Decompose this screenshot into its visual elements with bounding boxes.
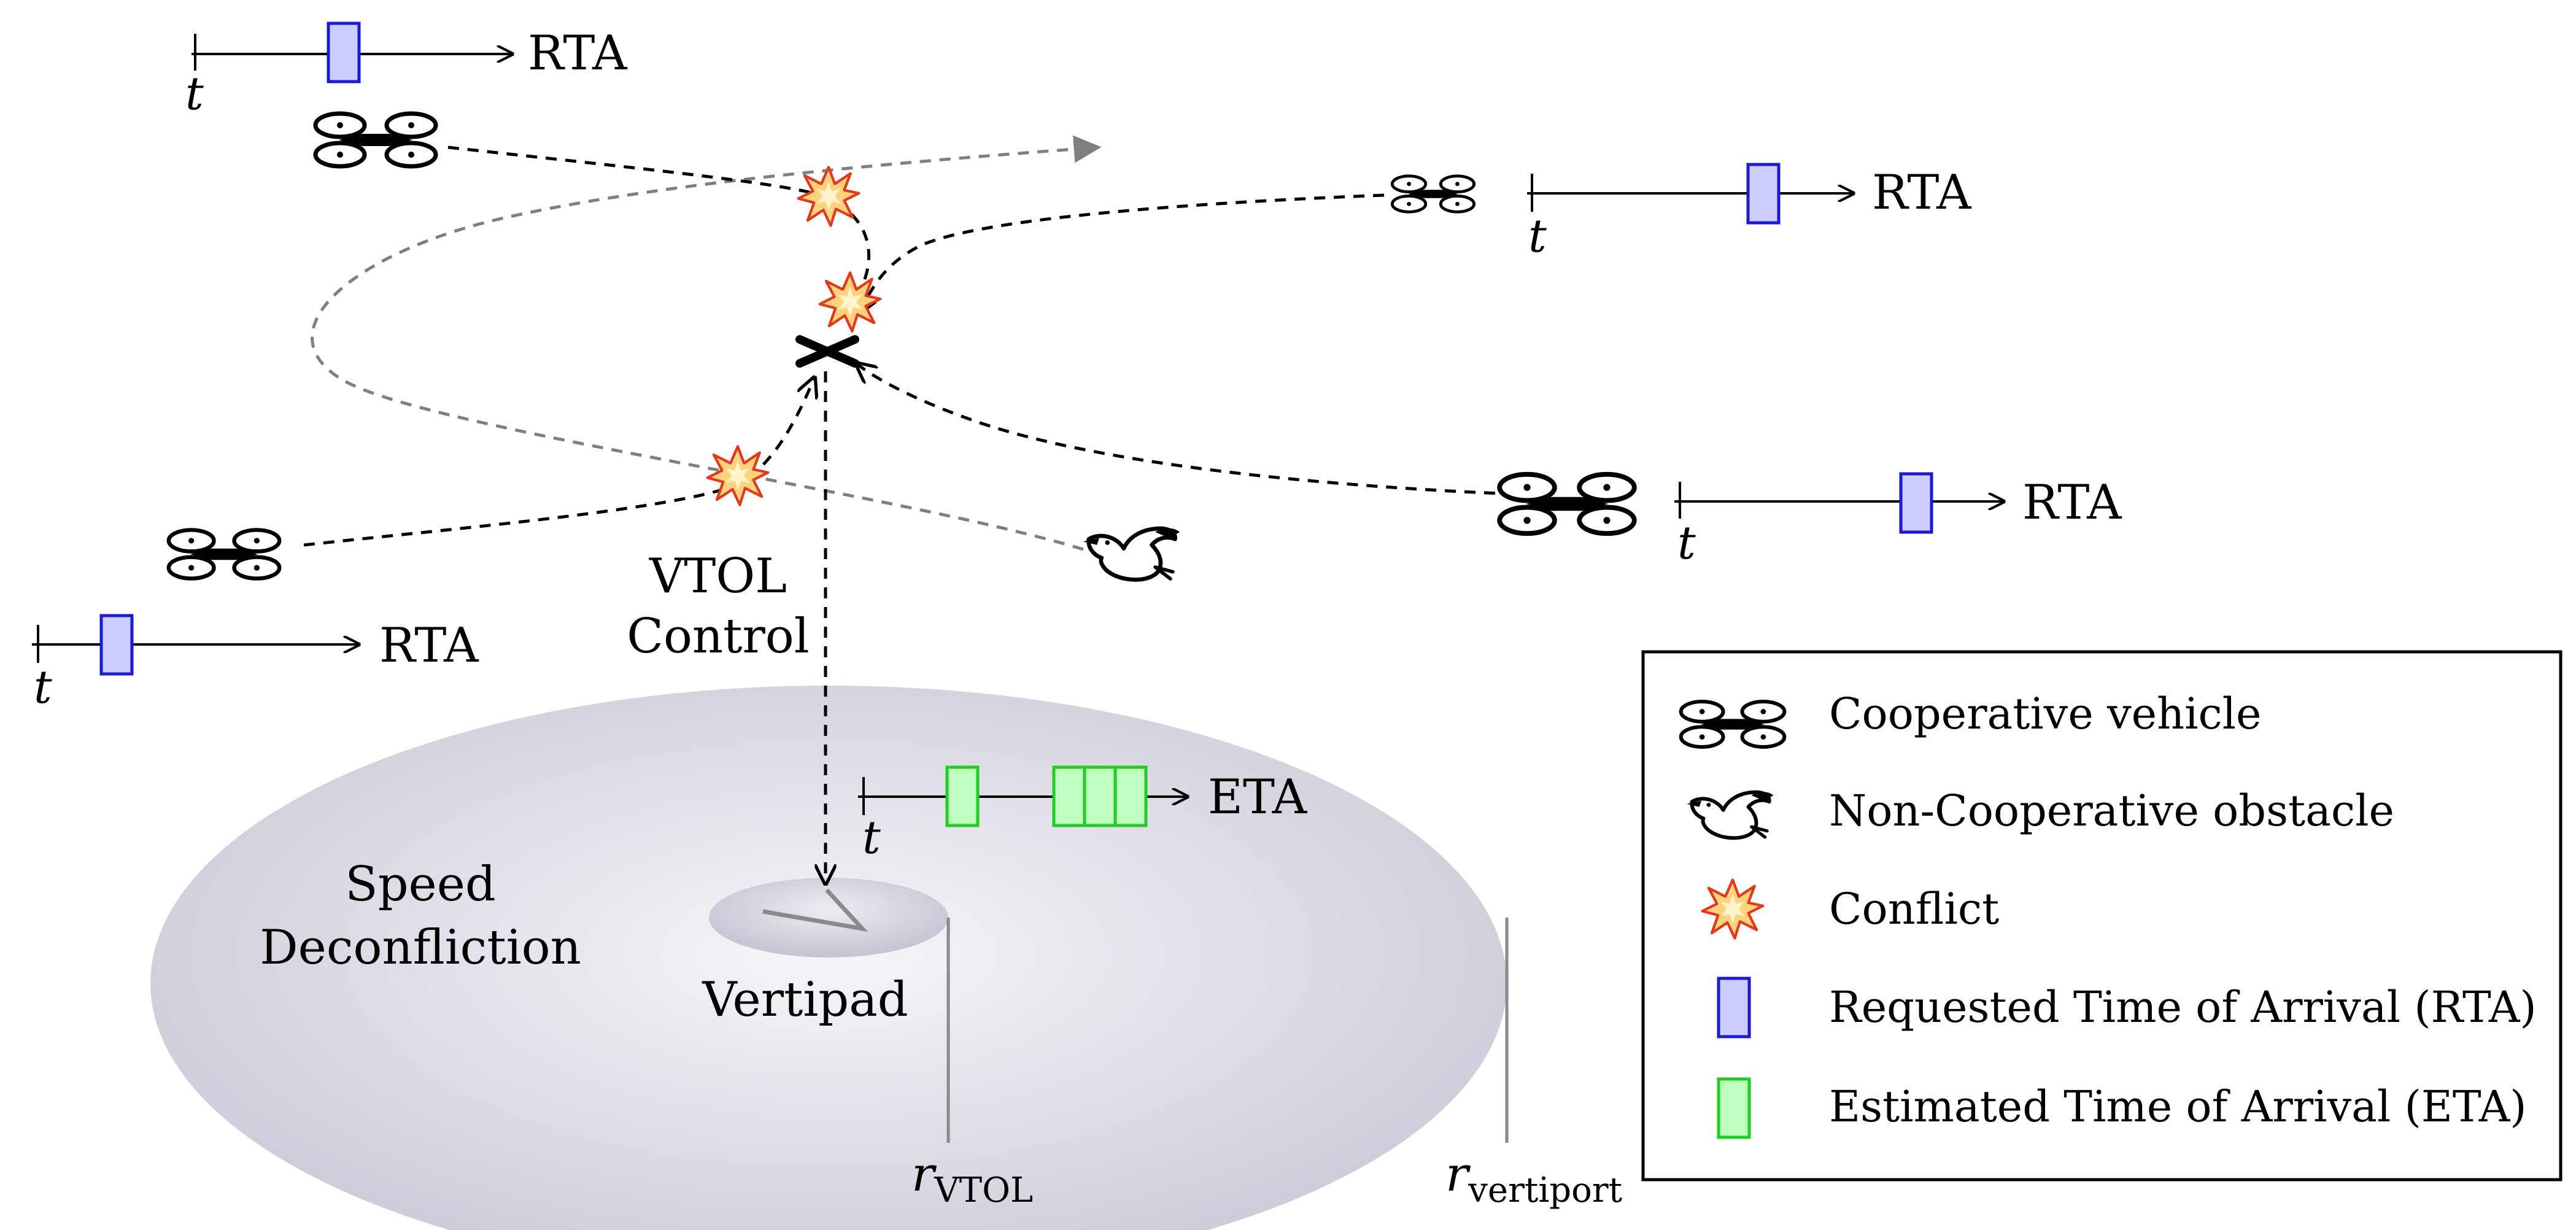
eta-box-icon	[1083, 765, 1117, 827]
timeline-eta: t ETA	[858, 765, 1308, 864]
vehicle-path-top-left	[447, 145, 871, 293]
rta-box-icon	[99, 614, 134, 676]
eta-box-icon	[1717, 1077, 1751, 1139]
legend: Cooperative vehicle Non-Cooperative obst…	[1641, 650, 2562, 1182]
rta-box-icon	[1717, 977, 1751, 1039]
vtol-control-label-2: Control	[627, 609, 809, 664]
eta-box-icon	[1052, 765, 1086, 827]
legend-item-conflict: Conflict	[1703, 880, 1999, 938]
speed-deconfliction-label-1: Speed	[345, 857, 496, 912]
vehicle-path-left	[303, 377, 814, 547]
svg-text:Estimated Time of Arrival (ETA: Estimated Time of Arrival (ETA)	[1829, 1081, 2527, 1132]
eta-box-icon	[1113, 765, 1148, 827]
cross-marker-icon	[795, 335, 859, 368]
vertipad-area	[709, 878, 948, 957]
rta-box-icon	[327, 21, 361, 83]
svg-text:t: t	[1677, 517, 1696, 570]
timeline-top-left: t RTA	[185, 21, 628, 120]
vertiport-area	[150, 686, 1507, 1230]
svg-text:Conflict: Conflict	[1829, 884, 1999, 934]
svg-text:Non-Cooperative obstacle: Non-Cooperative obstacle	[1829, 786, 2394, 836]
legend-item-eta: Estimated Time of Arrival (ETA)	[1717, 1077, 2527, 1139]
svg-text:RTA: RTA	[1872, 165, 1972, 220]
legend-item-rta: Requested Time of Arrival (RTA)	[1717, 977, 2537, 1039]
vtol-control-label-1: VTOL	[649, 549, 787, 604]
vehicle-path-top-right	[859, 193, 1385, 313]
check-mark-icon	[762, 888, 868, 932]
r-vtol-label: rVTOL	[911, 1147, 1033, 1210]
quadcopter-icon	[1392, 176, 1474, 212]
svg-text:RTA: RTA	[528, 26, 628, 81]
vertipad-label: Vertipad	[702, 972, 908, 1027]
quadcopter-icon	[1499, 474, 1634, 533]
explosion-icon	[708, 446, 768, 505]
r-vertiport-label: rvertiport	[1445, 1147, 1623, 1210]
rta-box-icon	[1899, 472, 1933, 534]
svg-text:t: t	[185, 68, 204, 120]
quadcopter-icon	[315, 114, 436, 166]
svg-text:Cooperative vehicle: Cooperative vehicle	[1829, 689, 2261, 739]
speed-deconfliction-label-2: Deconfliction	[260, 920, 581, 975]
rta-box-icon	[1746, 163, 1781, 225]
svg-text:RTA: RTA	[379, 618, 479, 673]
quadcopter-icon	[169, 530, 279, 578]
obstacle-path	[311, 135, 1102, 551]
svg-text:RTA: RTA	[2022, 475, 2122, 530]
legend-item-cooperative-vehicle: Cooperative vehicle	[1681, 689, 2261, 747]
bird-icon	[1083, 528, 1180, 580]
eta-box-icon	[945, 765, 980, 827]
legend-item-non-cooperative-obstacle: Non-Cooperative obstacle	[1687, 786, 2394, 838]
explosion-icon	[799, 167, 859, 225]
explosion-icon	[820, 273, 881, 331]
vehicle-path-right	[856, 363, 1515, 496]
svg-text:t: t	[862, 811, 881, 864]
svg-text:ETA: ETA	[1208, 770, 1308, 825]
svg-text:t: t	[1528, 210, 1547, 263]
svg-text:t: t	[34, 661, 52, 714]
timeline-left: t RTA	[32, 614, 479, 714]
svg-text:Requested Time of Arrival (RTA: Requested Time of Arrival (RTA)	[1829, 982, 2537, 1032]
timeline-right: t RTA	[1674, 472, 2122, 570]
timeline-top-right: t RTA	[1527, 163, 1972, 263]
